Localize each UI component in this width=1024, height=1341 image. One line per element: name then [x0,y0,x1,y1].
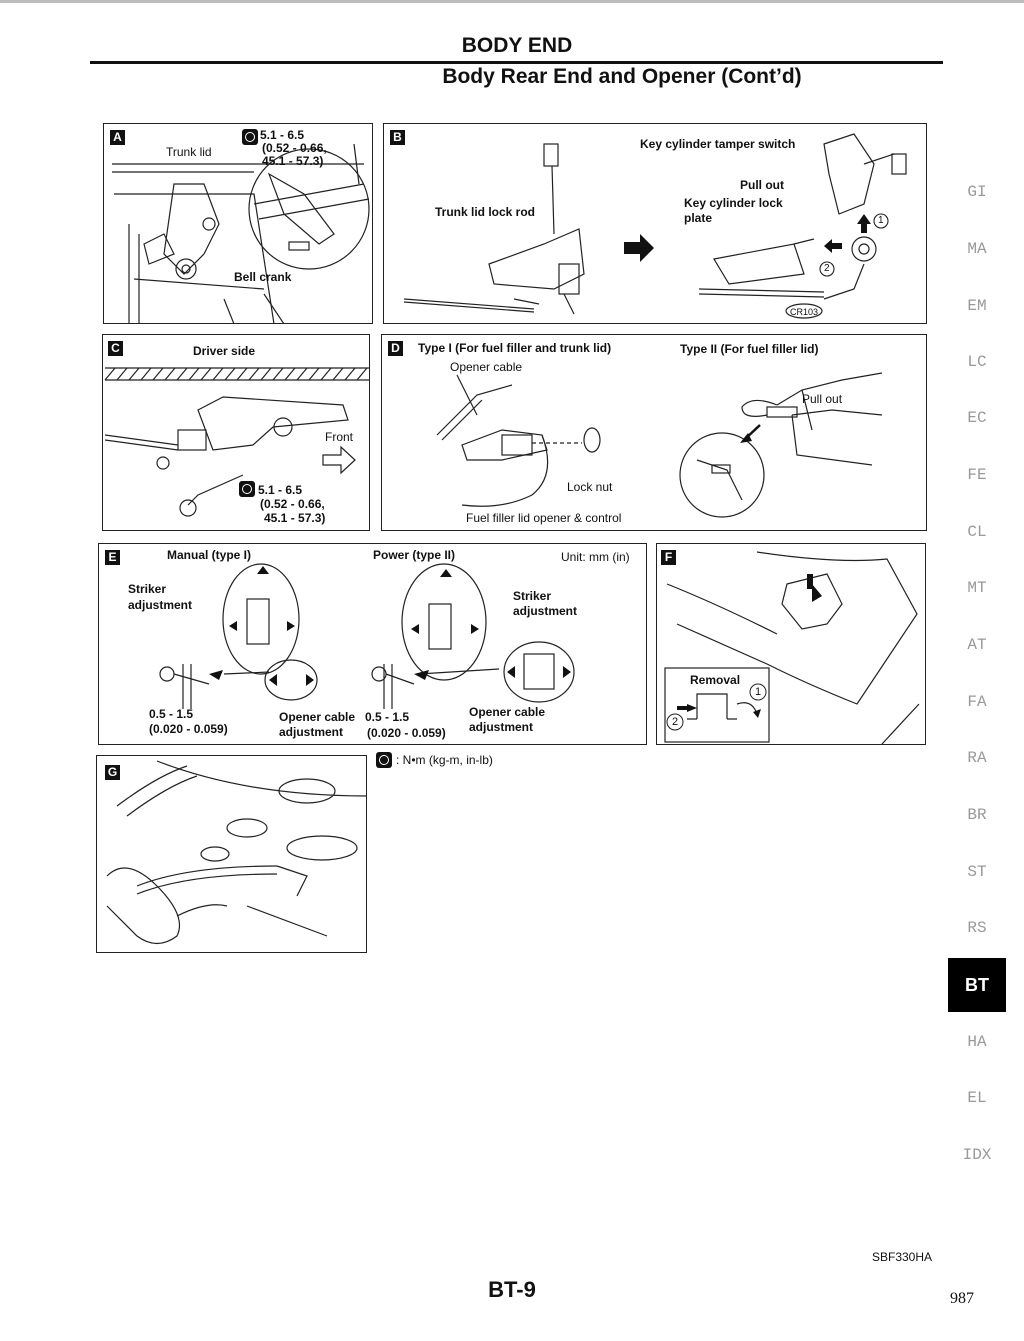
panel-e-label: E [105,550,120,565]
opener-cable-adjustment-power-2: adjustment [469,720,534,734]
opener-cable-adjustment-power: Opener cable [469,705,546,719]
panel-g-illustration [106,760,366,945]
page-title: BODY END [461,34,573,57]
opener-cable-adjustment-manual: Opener cable [279,710,356,724]
panel-e: E Manual (type I) Power (type II) Unit: … [98,543,647,745]
pull-out-label: Pull out [802,392,843,406]
clearance-manual-inch: (0.020 - 0.059) [149,722,228,736]
panel-g-label: G [105,765,120,780]
trunk-lid-lock-rod-label: Trunk lid lock rod [435,205,536,219]
panel-a-illustration [112,143,370,323]
tab-gi[interactable]: GI [967,183,987,201]
tab-ha[interactable]: HA [967,1033,987,1051]
type-2-heading: Type II (For fuel filler lid) [680,342,819,356]
panel-e-illustration [159,563,575,709]
front-label: Front [325,430,354,444]
torque-icon [239,481,255,497]
opener-cable-adjustment-manual-2: adjustment [279,725,344,739]
striker-adjustment-label-power-2: adjustment [513,604,578,618]
page-subtitle: Body Rear End and Opener (Cont’d) [442,65,802,88]
striker-adjustment-label-2: adjustment [128,598,193,612]
panel-a-label: A [110,130,125,145]
panel-c: C Driver side Front 5.1 - 6.5 (0.52 - 0.… [102,334,370,531]
tab-st[interactable]: ST [967,863,987,881]
top-rule [0,0,1024,3]
opener-cable-label: Opener cable [450,360,523,374]
figure-code: SBF330HA [872,1250,933,1264]
callout-1: 1 [878,215,884,226]
clearance-power: 0.5 - 1.5 [365,710,410,724]
tab-bt-active[interactable]: BT [948,958,1006,1012]
tab-at[interactable]: AT [967,636,987,654]
key-cylinder-tamper-switch-label: Key cylinder tamper switch [640,137,796,151]
torque-value-inlb: 45.1 - 57.3) [262,154,324,168]
tab-br[interactable]: BR [967,806,987,824]
page-number: 987 [950,1290,974,1307]
panel-a: A Trunk lid 5.1 - 6.5 (0.52 - 0.66, 45.1… [103,123,373,324]
tab-fa[interactable]: FA [967,693,987,711]
callout-2: 2 [824,263,830,274]
panel-d-illustration [436,372,883,518]
striker-adjustment-label-power: Striker [513,589,552,603]
panel-d-label: D [388,341,403,356]
tab-ra[interactable]: RA [967,749,987,767]
panel-b: B Key cylinder tamper switch Pull out Ke… [383,123,927,324]
page-code: BT-9 [488,1277,536,1302]
torque-value-kgm: (0.52 - 0.66, [260,497,325,511]
panel-c-illustration [104,367,369,517]
panel-g: G [96,755,367,953]
clearance-power-inch: (0.020 - 0.059) [367,726,446,740]
type-1-heading: Type I (For fuel filler and trunk lid) [418,341,612,355]
panel-c-label: C [108,341,123,356]
manual-type-1-heading: Manual (type I) [167,548,252,562]
key-cylinder-lock-plate-label: Key cylinder lock [684,196,783,210]
bell-crank-label: Bell crank [234,270,292,284]
tab-ec[interactable]: EC [967,409,987,427]
panel-f-label: F [661,550,676,565]
removal-label: Removal [690,673,741,687]
panel-f: F Removal 1 2 [656,543,926,745]
panel-b-label: B [390,130,405,145]
tab-mt[interactable]: MT [967,579,987,597]
unit-label: Unit: mm (in) [561,550,630,564]
torque-icon [242,129,258,145]
lock-nut-label: Lock nut [567,480,613,494]
panel-d: D Type I (For fuel filler and trunk lid)… [381,334,927,531]
tab-idx[interactable]: IDX [962,1146,992,1164]
fuel-filler-lid-opener-label: Fuel filler lid opener & control [466,511,622,525]
torque-value: 5.1 - 6.5 [260,128,305,142]
torque-unit-legend: : N•m (kg-m, in-lb) [396,753,493,767]
tab-rs[interactable]: RS [967,919,987,937]
power-type-2-heading: Power (type II) [373,548,456,562]
panel-f-illustration [664,551,920,744]
header-rule [90,61,943,64]
tab-lc[interactable]: LC [967,353,987,371]
driver-side-label: Driver side [193,344,256,358]
panel-b-illustration [403,133,907,319]
clearance-manual: 0.5 - 1.5 [149,707,194,721]
torque-value-kgm: (0.52 - 0.66, [262,141,327,155]
removal-step-1: 1 [755,686,762,698]
pull-out-label: Pull out [740,178,784,192]
tab-em[interactable]: EM [967,297,987,315]
trunk-lid-label: Trunk lid [166,145,212,159]
striker-adjustment-label: Striker [128,582,167,596]
removal-step-2: 2 [672,716,679,728]
tab-cl[interactable]: CL [967,523,987,541]
key-cylinder-lock-plate-label-2: plate [684,211,713,225]
connector-code: CR103 [790,307,819,317]
tab-ma[interactable]: MA [967,240,987,258]
tab-fe[interactable]: FE [967,466,987,484]
torque-icon [376,752,392,768]
tab-el[interactable]: EL [967,1089,987,1107]
torque-value-inlb: 45.1 - 57.3) [264,511,326,525]
torque-value: 5.1 - 6.5 [258,483,303,497]
